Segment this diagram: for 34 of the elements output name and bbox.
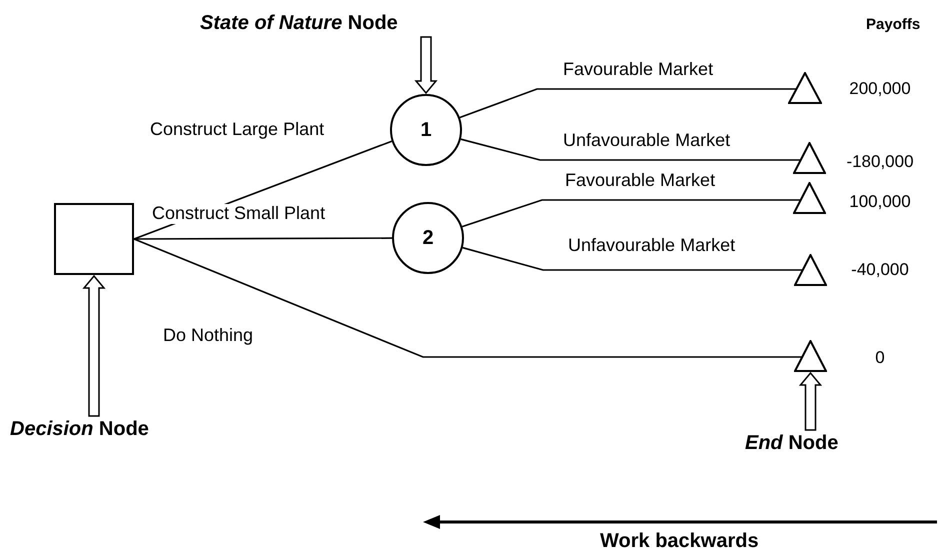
end-triangle: [794, 254, 827, 286]
branch-line: [134, 237, 392, 240]
hollow-arrow: [82, 274, 106, 417]
payoff-value: -40,000: [850, 261, 910, 280]
payoff-value: 0: [874, 349, 886, 368]
hollow-arrow: [414, 36, 438, 94]
payoff-value: 100,000: [848, 193, 912, 212]
edge-label: Construct Small Plant: [150, 204, 328, 224]
branch-line: [134, 238, 802, 358]
end-triangle: [793, 182, 826, 214]
branch-line: [460, 138, 800, 161]
branch-line: [460, 88, 796, 118]
column-heading: Payoffs: [866, 16, 920, 33]
edge-label: Unfavourable Market: [563, 131, 730, 151]
chance-circle: 2: [392, 202, 464, 274]
node-caption: State of Nature Node: [200, 12, 398, 35]
direction-label: Work backwards: [600, 530, 759, 553]
branch-line: [462, 199, 800, 228]
edge-label: Do Nothing: [163, 326, 254, 346]
payoff-value: 200,000: [848, 80, 912, 99]
end-triangle: [794, 340, 827, 372]
chance-circle: 1: [390, 94, 462, 166]
edge-label: Favourable Market: [565, 171, 716, 191]
payoff-value: -180,000: [845, 153, 915, 172]
node-caption: Decision Node: [10, 418, 149, 441]
edge-label: Favourable Market: [563, 60, 714, 80]
branch-line: [462, 246, 802, 271]
edge-label: Unfavourable Market: [568, 236, 736, 256]
node-caption: End Node: [745, 432, 838, 455]
decision-square: [54, 203, 134, 275]
edge-label: Construct Large Plant: [150, 120, 324, 140]
end-triangle: [788, 72, 822, 104]
hollow-arrow: [798, 372, 822, 431]
end-triangle: [793, 142, 826, 174]
